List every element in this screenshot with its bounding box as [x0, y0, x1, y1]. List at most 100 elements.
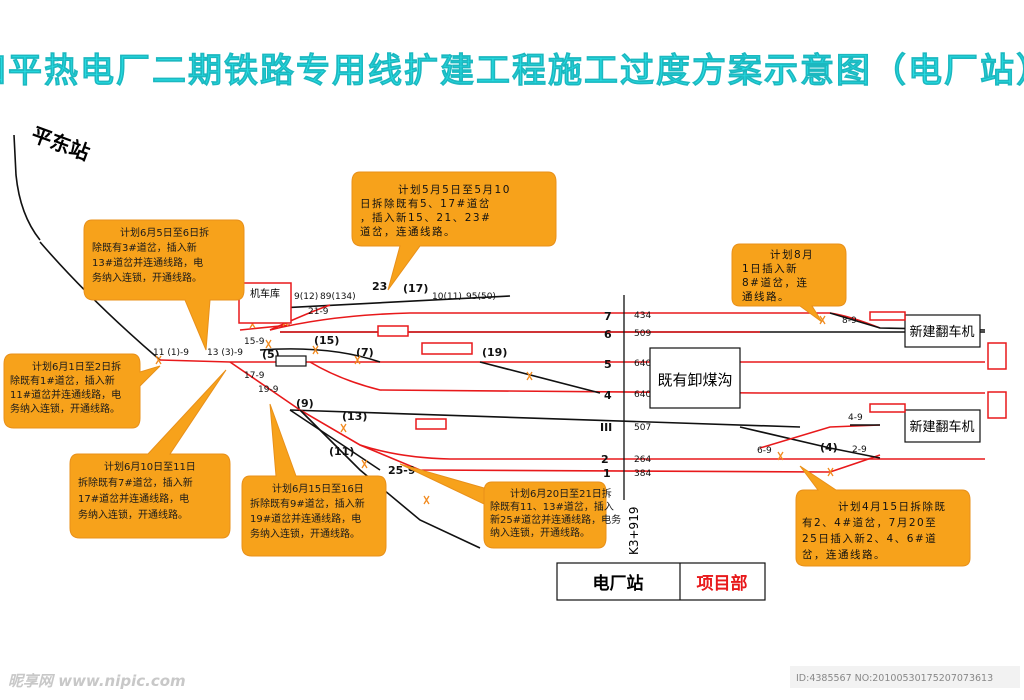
tipper-1-label: 新建翻车机	[909, 324, 974, 340]
station-left-text: 平东站	[28, 122, 93, 165]
track-6-label: 6	[604, 328, 612, 341]
track-4-label: 4	[604, 389, 612, 402]
track-4	[309, 361, 761, 394]
callout-jun15-line: 务纳入连锁，开通线路。	[250, 527, 360, 540]
switch-marks	[155, 315, 834, 505]
crossover-east	[739, 426, 881, 459]
buffer-block	[377, 325, 409, 337]
switch-25-9: 25-9	[388, 464, 416, 477]
callout-may5-bubble	[351, 171, 557, 291]
callout-may5: 计划5月5日至5月10 日拆除既有5、17#道岔 ，插入新15、21、23# 道…	[351, 171, 557, 291]
x-mark	[827, 467, 834, 477]
callout-aug8-line: 计划8月	[770, 248, 814, 261]
callout-jun15-line: 19#道岔并连通线路，电	[250, 512, 361, 525]
switch-21-9: 21-9	[308, 307, 329, 317]
callout-may5-line: 计划5月5日至5月10	[398, 183, 511, 196]
x-mark	[777, 451, 784, 461]
callout-may5-line: 日拆除既有5、17#道岔	[360, 197, 491, 210]
switch-17-9: 17-9	[244, 371, 265, 381]
track-end-block	[987, 342, 1007, 370]
callout-jun10: 计划6月10日至11日 拆除既有7#道岔，插入新 17#道岔并连通线路，电 务纳…	[69, 369, 231, 539]
switch-9-12: 9(12)	[294, 292, 318, 302]
switch-17: (17)	[403, 282, 428, 295]
callout-jun10-line: 17#道岔并连通线路，电	[78, 492, 189, 505]
callout-jun20-line: 计划6月20日至21日拆	[510, 487, 612, 500]
switch-89-134: 89(134)	[320, 292, 356, 302]
buffer-block	[415, 418, 447, 430]
track-7	[269, 312, 881, 331]
switch-19-9: 19-9	[258, 385, 279, 395]
track-5-label: 5	[604, 358, 612, 371]
callout-jun5-bubble	[83, 219, 245, 351]
callout-jun1-line: 务纳入连锁，开通线路。	[10, 402, 120, 415]
callout-jun1-line: 除既有1#道岔，插入新	[10, 374, 115, 387]
callout-jun10-line: 拆除既有7#道岔，插入新	[78, 476, 193, 489]
callout-jun15-line: 计划6月15日至16日	[272, 482, 364, 495]
callout-jun20: 计划6月20日至21日拆 除既有11、13#道岔，插入 新25#道岔并连通线路，…	[399, 463, 621, 549]
switch-4: (4)	[820, 441, 838, 454]
callout-jun5: 计划6月5日至6日拆 除既有3#道岔，插入新 13#道岔并连通线路，电 务纳入连…	[83, 219, 245, 351]
len-509: 509	[634, 329, 651, 339]
callout-aug8-line: 8#道岔，连	[742, 276, 808, 289]
callout-apr15-bubble	[795, 465, 971, 567]
track-2-label: 2	[601, 453, 609, 466]
callout-jun5-line: 除既有3#道岔，插入新	[92, 241, 197, 254]
callout-jun5-line: 务纳入连锁，开通线路。	[92, 271, 202, 284]
callout-jun5-line: 计划6月5日至6日拆	[120, 226, 209, 239]
callout-jun20-line: 除既有11、13#道岔，插入	[490, 500, 614, 513]
track-end-block	[987, 391, 1007, 419]
approach-line-top	[13, 134, 41, 241]
x-mark	[819, 315, 826, 325]
callout-jun1: 计划6月1日至2日拆 除既有1#道岔，插入新 11#道岔并连通线路，电 务纳入连…	[3, 353, 161, 429]
page-title: 四平热电厂二期铁路专用线扩建工程施工过度方案示意图（电厂站）	[0, 51, 1024, 91]
project-dept-label: 项目部	[697, 573, 748, 594]
coal-pit-box	[649, 347, 741, 409]
callout-may5-line: 道岔，连通线路。	[360, 225, 456, 238]
callout-jun10-bubble	[69, 369, 231, 539]
callout-jun1-bubble	[3, 353, 161, 429]
callout-aug8-line: 1日插入新	[742, 262, 798, 275]
callout-jun1-line: 11#道岔并连通线路，电	[10, 388, 121, 401]
id-strip	[790, 666, 1020, 688]
trunk-track	[159, 359, 231, 363]
buffer-block	[275, 355, 307, 367]
len-434: 434	[634, 311, 651, 321]
callout-apr15: 计划4月15日拆除既 有2、4#道岔，7月20至 25日插入新2、4、6#道 岔…	[795, 465, 971, 567]
switch-15: (15)	[314, 334, 339, 347]
callout-aug8: 计划8月 1日插入新 8#道岔，连 通线路。	[731, 243, 847, 323]
watermark: 昵享网 www.nipic.com	[8, 672, 186, 690]
callout-jun15: 计划6月15日至16日 拆除既有9#道岔，插入新 19#道岔并连通线路，电 务纳…	[241, 403, 387, 557]
x-mark	[526, 371, 533, 381]
switch-6-9: 6-9	[757, 446, 772, 456]
x-mark	[340, 423, 347, 433]
len-507: 507	[634, 423, 651, 433]
switch-9: (9)	[296, 397, 314, 410]
image-id: ID:4385567 NO:20100530175207073613	[796, 673, 993, 684]
track-4-link	[479, 361, 601, 394]
switch-4-9: 4-9	[848, 413, 863, 423]
switch-15-9: 15-9	[244, 337, 265, 347]
callout-apr15-line: 25日插入新2、4、6#道	[802, 532, 937, 545]
callout-apr15-line: 岔，连通线路。	[802, 548, 886, 561]
switch-11: (11)	[329, 445, 354, 458]
callout-apr15-line: 有2、4#道岔，7月20至	[802, 516, 937, 529]
track-numbers: 7 6 5 4 III 2 1 434 509 640 640 507 264 …	[600, 310, 651, 480]
switch-13: (13)	[342, 410, 367, 423]
callout-aug8-bubble	[731, 243, 847, 323]
curve-21	[269, 304, 331, 331]
switch-13-9: 13 (3)-9	[207, 348, 243, 358]
station-box	[556, 562, 766, 601]
branch-9	[289, 409, 381, 471]
callout-jun20-line: 新25#道岔并连通线路，电务	[490, 513, 621, 526]
coal-pit-label: 既有卸煤沟	[657, 371, 732, 389]
track-7-label: 7	[604, 310, 612, 323]
switch-11-9: 11 (1)-9	[153, 348, 189, 358]
x-mark	[423, 495, 430, 505]
x-mark	[265, 339, 272, 349]
callout-jun20-line: 纳入连锁，开通线路。	[490, 526, 590, 539]
switch-10-11: 10(11)	[432, 292, 462, 302]
x-mark	[361, 459, 368, 469]
station-left-label: 平东站	[28, 122, 93, 165]
switch-8-9: 8-9	[842, 316, 857, 326]
len-640b: 640	[634, 390, 651, 400]
